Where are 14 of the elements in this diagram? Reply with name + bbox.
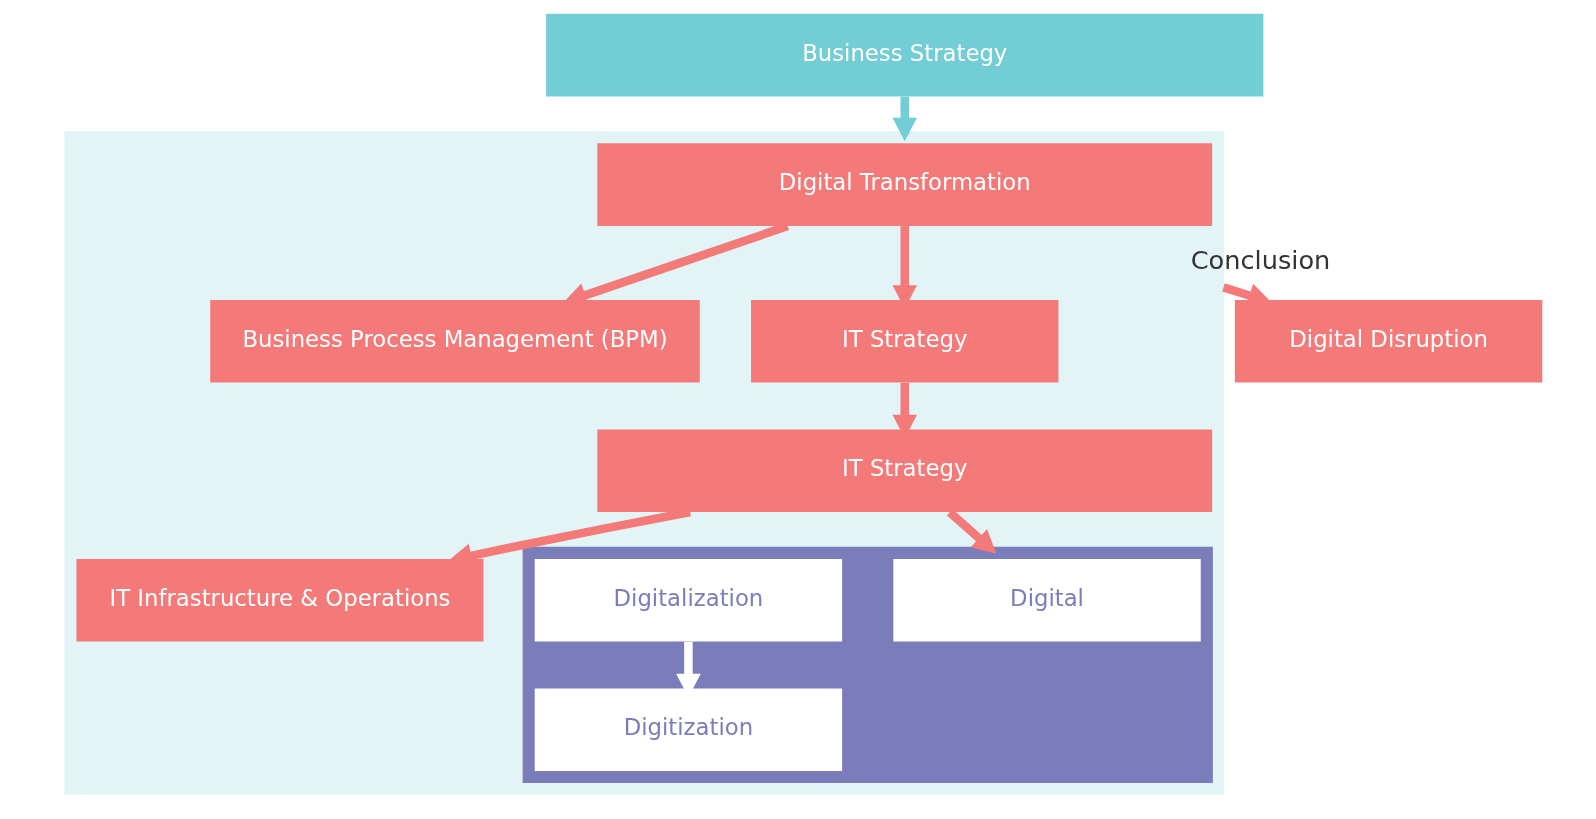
node-box: Business Strategy [546, 13, 1264, 97]
node-box: Digital Transformation [597, 143, 1213, 226]
cluster [522, 546, 1213, 784]
node-box: IT Strategy [751, 299, 1059, 383]
node-box: IT Infrastructure & Operations [76, 558, 484, 642]
arrow [946, 509, 997, 554]
node-box: Digitization [534, 688, 843, 771]
node-box: Digitalization [534, 558, 843, 642]
node-box: Digital [893, 558, 1201, 642]
edge-label: Conclusion [1190, 245, 1331, 276]
node-box: IT Strategy [597, 429, 1213, 512]
arrow [892, 96, 918, 142]
node-box: Digital Disruption [1234, 299, 1543, 383]
node-box: Business Process Management (BPM) [210, 299, 700, 383]
